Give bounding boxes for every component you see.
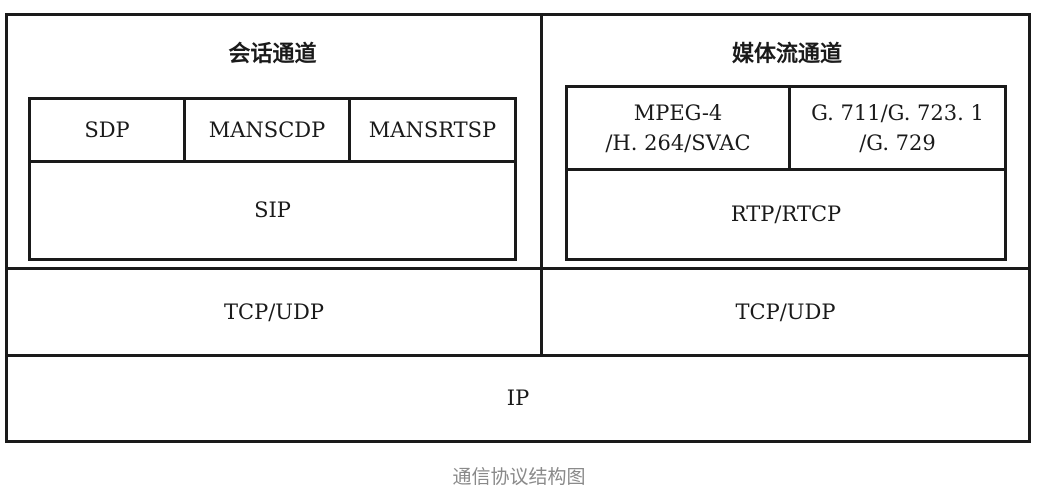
channel-divider	[540, 13, 543, 357]
transport-row-top-line	[5, 267, 1031, 270]
audio-codec-line-1: G. 711/G. 723. 1	[811, 100, 984, 125]
video-codec-line-1: MPEG-4	[633, 100, 723, 125]
session-col-divider-1	[183, 97, 186, 163]
video-codec-line-2: /H. 264/SVAC	[605, 131, 751, 155]
video-codec-cell: MPEG-4 /H. 264/SVAC	[568, 88, 788, 168]
diagram-caption: 通信协议结构图	[452, 466, 586, 488]
media-channel-box	[565, 85, 1007, 261]
session-channel-title: 会话通道	[228, 42, 317, 67]
audio-codec-cell: G. 711/G. 723. 1 /G. 729	[791, 88, 1004, 168]
mansrtsp-protocol: MANSRTSP	[368, 117, 497, 142]
media-inner-divider	[565, 168, 1007, 171]
rtp-rtcp-protocol: RTP/RTCP	[730, 202, 842, 227]
manscdp-protocol: MANSCDP	[208, 117, 326, 142]
sip-protocol: SIP	[254, 198, 291, 223]
media-col-divider	[788, 85, 791, 171]
session-col-divider-2	[348, 97, 351, 163]
sdp-protocol: SDP	[84, 117, 130, 142]
tcp-udp-right: TCP/UDP	[735, 299, 836, 324]
audio-codec-line-2: /G. 729	[859, 131, 936, 155]
session-inner-divider	[28, 160, 517, 163]
tcp-udp-left: TCP/UDP	[224, 299, 324, 324]
ip-protocol: IP	[506, 386, 530, 411]
network-row-top-line	[5, 354, 1031, 357]
media-channel-title: 媒体流通道	[731, 42, 842, 67]
session-channel-box	[28, 97, 517, 261]
